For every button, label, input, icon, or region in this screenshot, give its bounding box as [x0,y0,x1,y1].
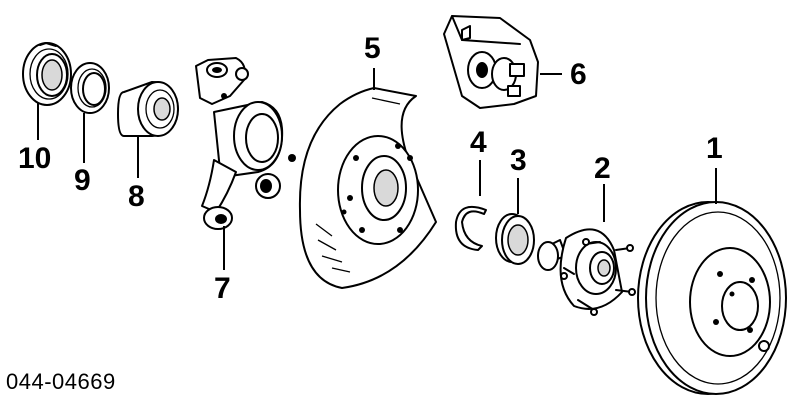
callout-4: 4 [470,126,487,159]
callout-1: 1 [706,132,723,165]
callout-7: 7 [214,272,231,305]
wheel-hub-icon [537,184,636,316]
brake-caliper-icon [443,15,562,109]
snap-ring-icon [70,62,110,163]
seal-ring-icon [22,42,72,140]
callout-6: 6 [570,58,587,91]
circlip-icon [454,160,487,251]
steering-knuckle-icon [195,57,296,270]
dust-shield-icon [298,68,437,289]
callout-3: 3 [510,144,527,177]
wheel-bearing-icon [117,81,179,178]
callout-5: 5 [364,32,381,65]
brake-disc-icon [637,168,787,395]
oil-seal-icon [495,178,535,265]
callout-10: 10 [18,142,52,175]
callout-2: 2 [594,152,611,185]
callout-8: 8 [128,180,145,213]
catalog-number: 044-04669 [6,369,116,394]
callout-9: 9 [74,164,91,197]
